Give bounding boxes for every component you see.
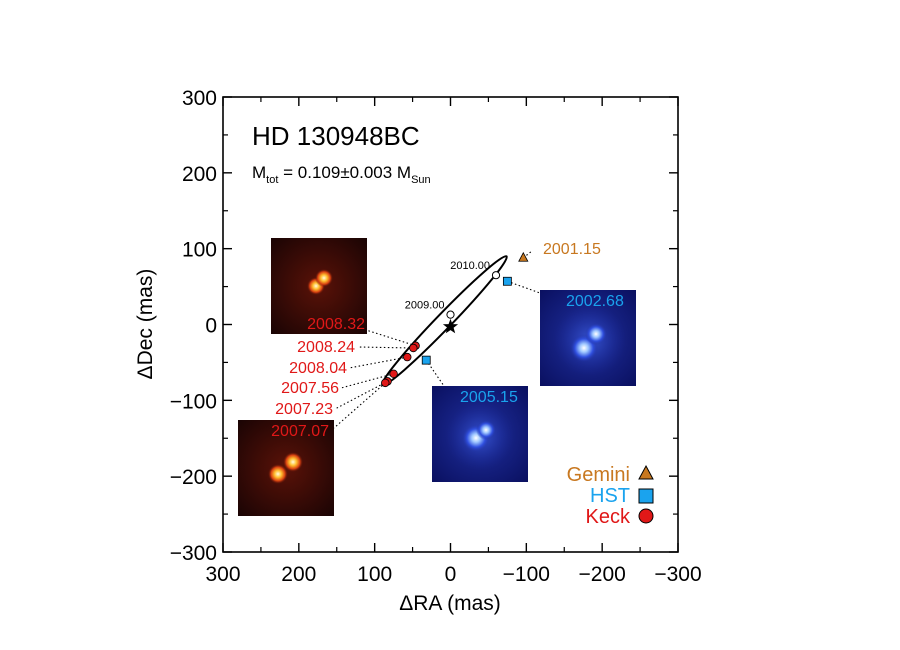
epoch-label-keck: 2008.24 <box>297 339 355 356</box>
x-tick-label: −300 <box>654 563 701 586</box>
keck-image-inset-2008 <box>271 238 367 334</box>
label-connector <box>340 373 394 389</box>
epoch-label-keck: 2007.07 <box>271 423 329 440</box>
epoch-label-keck: 2007.23 <box>275 401 333 418</box>
epoch-label-keck: 2008.32 <box>307 316 365 333</box>
hst-point <box>421 355 431 365</box>
y-tick-label: 300 <box>182 87 217 110</box>
label-connector <box>425 359 447 390</box>
x-tick-label: 200 <box>281 563 316 586</box>
y-axis-label: ΔDec (mas) <box>134 269 157 380</box>
keck-point <box>381 378 390 388</box>
label-connector <box>357 346 414 349</box>
legend-marker-keck <box>638 508 654 524</box>
epoch-marker-label: 2010.00 <box>450 260 490 272</box>
primary-star-icon <box>442 318 459 334</box>
x-tick-label: 300 <box>205 563 240 586</box>
label-connector <box>348 356 408 369</box>
label-connector <box>334 380 388 410</box>
keck-point <box>409 343 418 353</box>
hst-point <box>502 276 512 286</box>
orbit-ellipse <box>381 255 508 387</box>
x-axis-label: ΔRA (mas) <box>399 592 501 615</box>
y-tick-label: 0 <box>205 315 217 338</box>
epoch-label-hst: 2002.68 <box>566 293 624 310</box>
y-tick-label: −100 <box>170 390 217 413</box>
x-tick-label: 100 <box>357 563 392 586</box>
keck-point <box>403 352 412 362</box>
label-connector <box>333 382 386 429</box>
epoch-label-gemini: 2001.15 <box>543 241 601 258</box>
gemini-point <box>518 251 529 262</box>
image-insets <box>238 238 636 516</box>
y-tick-label: 100 <box>182 239 217 262</box>
orbit-layer <box>381 255 508 387</box>
label-connector <box>507 280 541 294</box>
epoch-marker-label: 2009.00 <box>405 300 445 312</box>
keck-point <box>389 369 398 378</box>
data-points <box>381 251 529 388</box>
y-tick-label: −300 <box>170 542 217 565</box>
epoch-label-hst: 2005.15 <box>460 389 518 406</box>
x-tick-label: −100 <box>503 563 550 586</box>
epoch-marker <box>491 271 501 280</box>
mass-label: Mtot = 0.109±0.003 MSun <box>252 163 431 186</box>
keck-image-inset-2007 <box>238 420 334 516</box>
legend-label-hst: HST <box>590 485 630 507</box>
epoch-label-keck: 2007.56 <box>281 380 339 397</box>
label-connector <box>365 329 416 347</box>
hst-image-inset-2002 <box>540 290 636 386</box>
legend: Gemini HST Keck <box>567 464 654 528</box>
y-tick-label: −200 <box>170 466 217 489</box>
epoch-label-keck: 2008.04 <box>289 360 347 377</box>
legend-label-gemini: Gemini <box>567 464 630 486</box>
chart-title: HD 130948BC <box>252 121 420 151</box>
legend-marker-gemini <box>638 464 654 480</box>
x-tick-label: −200 <box>579 563 626 586</box>
epoch-marker <box>446 310 455 319</box>
hst-image-inset-2005 <box>432 386 528 482</box>
y-tick-label: 200 <box>182 163 217 186</box>
label-connectors <box>333 250 541 429</box>
label-connector <box>522 250 533 259</box>
epoch-labels: 2010.00 2009.00 2001.15 2002.68 2005.15 2008.… <box>271 241 624 440</box>
x-tick-label: 0 <box>445 563 457 586</box>
legend-label-keck: Keck <box>586 506 631 528</box>
legend-marker-hst <box>638 488 654 504</box>
